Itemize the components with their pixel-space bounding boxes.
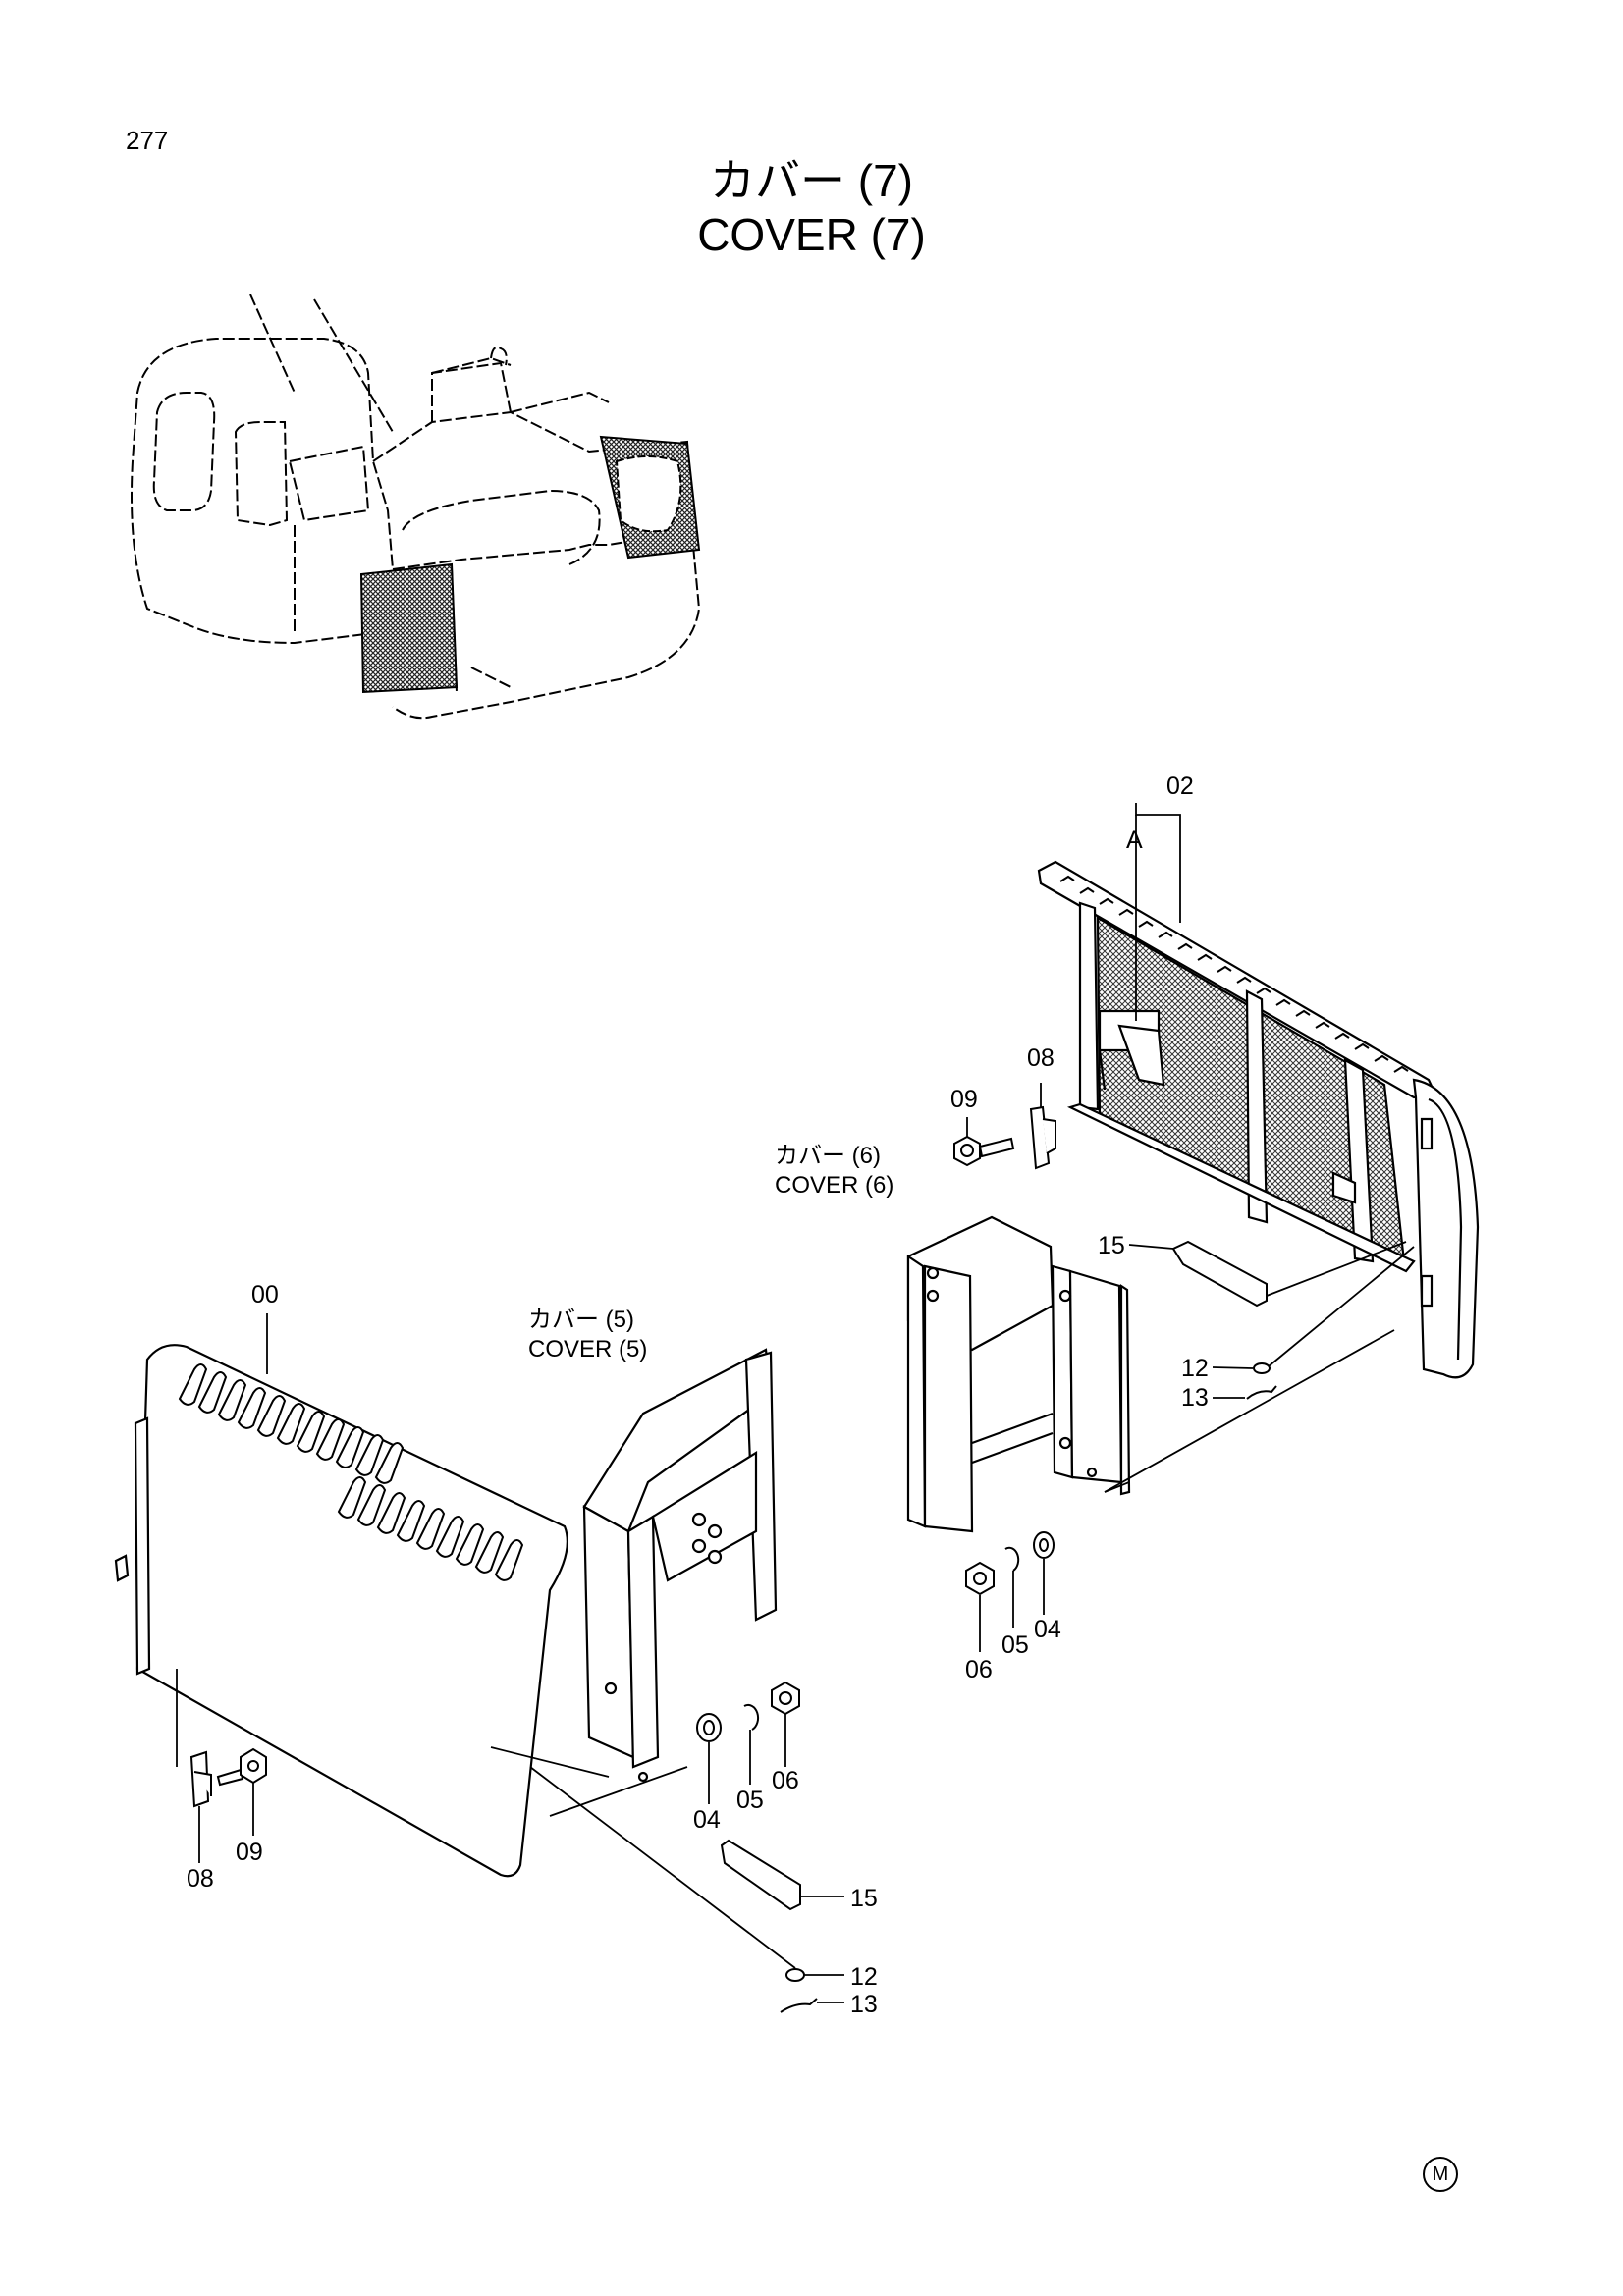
cover-6-label-en: COVER (6)	[775, 1172, 894, 1199]
callout-15-bottom: 15	[850, 1885, 878, 1912]
overview-cover-panel-side	[361, 564, 457, 692]
detail-a-label: A	[1126, 827, 1143, 854]
cover-6-label-jp: カバー (6)	[775, 1143, 881, 1169]
callout-09-top: 09	[950, 1086, 978, 1113]
callout-08-top: 08	[1027, 1044, 1055, 1072]
clip-12-pin-13-top	[1247, 1363, 1276, 1399]
callout-09-bottom: 09	[236, 1839, 263, 1866]
callout-13-bottom: 13	[850, 1991, 878, 2018]
callout-00: 00	[251, 1281, 279, 1308]
page-number: 277	[126, 126, 169, 155]
bracket-08-top	[1031, 1107, 1055, 1168]
cover-7-front-panel	[116, 1345, 568, 1876]
callout-15-top: 15	[1098, 1232, 1125, 1259]
washers-nut-bottom	[697, 1682, 799, 1741]
callout-02: 02	[1166, 773, 1194, 800]
callout-04-bottom: 04	[693, 1806, 721, 1834]
callout-08-bottom: 08	[187, 1865, 214, 1893]
cover-5-label: カバー (5) COVER (5)	[528, 1306, 647, 1364]
callout-05-top: 05	[1001, 1631, 1029, 1659]
callout-12-top: 12	[1181, 1355, 1209, 1382]
callout-13-top: 13	[1181, 1384, 1209, 1412]
cover-5-label-en: COVER (5)	[528, 1336, 648, 1362]
cover-6-frame	[908, 1217, 1129, 1531]
handle-15-bottom	[722, 1841, 800, 1909]
callout-04-top: 04	[1034, 1616, 1061, 1643]
callout-06-top: 06	[965, 1656, 993, 1683]
title-english: COVER (7)	[697, 209, 926, 260]
washers-nut-top	[966, 1532, 1054, 1594]
callout-06-bottom: 06	[772, 1767, 799, 1794]
handle-15-top	[1173, 1242, 1267, 1306]
callout-12-bottom: 12	[850, 1963, 878, 1991]
excavator-overview-illustration	[132, 294, 699, 718]
callout-05-bottom: 05	[736, 1787, 764, 1814]
cover-5-label-jp: カバー (5)	[528, 1307, 634, 1333]
title-japanese: カバー (7)	[710, 155, 913, 206]
cover-7-rear-assembly	[1039, 862, 1478, 1377]
bolt-09-top	[954, 1137, 1013, 1165]
leader-lines	[177, 803, 1414, 2002]
overview-cover-panel-rear	[601, 437, 699, 558]
cover-6-label: カバー (6) COVER (6)	[775, 1142, 893, 1201]
cover-5-frame	[584, 1350, 776, 1781]
circled-m-mark: M	[1423, 2157, 1458, 2192]
bracket-bolt-bottom	[191, 1749, 266, 1806]
